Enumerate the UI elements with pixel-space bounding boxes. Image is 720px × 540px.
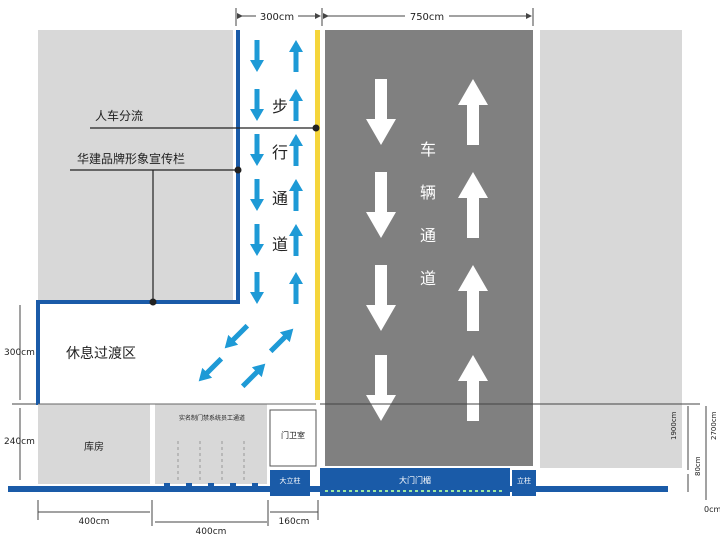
pillar-left-label: 大立柱 <box>280 476 301 485</box>
guard-room-label: 门卫室 <box>281 430 305 440</box>
down-arrow-icon <box>198 356 224 382</box>
down-arrow-icon <box>250 179 264 211</box>
road-char-3: 通 <box>420 226 436 245</box>
up-arrow-icon <box>289 179 303 211</box>
up-arrow-icon <box>458 79 488 145</box>
vehicle-road <box>325 30 533 466</box>
down-arrow-icon <box>366 265 396 331</box>
down-arrow-icon <box>366 79 396 145</box>
rest-height-dim: 300cm <box>4 348 35 358</box>
down-arrow-icon <box>250 40 264 72</box>
pillar-right-block <box>512 470 536 496</box>
down-arrow-icon <box>224 323 250 349</box>
right-dimension-lines <box>320 403 707 500</box>
up-arrow-icon <box>289 134 303 166</box>
pillar-right-label: 立柱 <box>517 476 531 485</box>
up-arrow-icon <box>268 328 294 354</box>
down-arrow-icon <box>250 134 264 166</box>
right-side-dim-a: 2700cm <box>710 411 718 440</box>
walkway-char-3: 通 <box>272 189 288 208</box>
rest-area-label: 休息过渡区 <box>66 345 136 362</box>
garage-label: 库房 <box>84 440 104 453</box>
right-side-dim-b: 0cm <box>704 505 720 514</box>
up-arrow-icon <box>289 272 303 304</box>
up-arrow-icon <box>240 363 266 389</box>
guard-width-dim: 160cm <box>279 517 310 527</box>
gate-width-dim: 400cm <box>196 527 227 537</box>
pillar-left-block <box>270 470 310 496</box>
garage-width-dim: 400cm <box>79 517 110 527</box>
left-building-area <box>38 30 233 302</box>
down-arrow-icon <box>250 89 264 121</box>
road-char-2: 辆 <box>420 183 436 202</box>
walkway-char-4: 道 <box>272 235 288 254</box>
guard-room-block <box>269 409 317 467</box>
walkway-char-2: 行 <box>272 143 288 162</box>
walkway-char-1: 步 <box>272 97 288 116</box>
gate-posts <box>164 483 258 491</box>
boundary-line <box>36 30 240 405</box>
right-building-area <box>540 30 682 468</box>
up-arrow-icon <box>458 355 488 421</box>
up-arrow-icon <box>289 89 303 121</box>
walkway-width-dim: 300cm <box>260 12 294 23</box>
gate-dashed-arrows <box>177 440 245 480</box>
road-char-4: 道 <box>420 269 436 288</box>
gate-channel-block <box>155 404 267 484</box>
up-arrow-icon <box>289 40 303 72</box>
bottom-right-dim-b: 80cm <box>694 456 702 476</box>
down-arrow-icon <box>366 172 396 238</box>
separation-label: 人车分流 <box>95 108 143 123</box>
left-dimension-lines <box>12 305 36 480</box>
road-char-1: 车 <box>420 140 436 159</box>
garage-block <box>38 404 150 484</box>
up-arrow-icon <box>458 265 488 331</box>
walkway-arrows <box>198 40 303 389</box>
brand-bar-label: 华建品牌形象宣传栏 <box>77 151 185 166</box>
bottom-right-dim-a: 1900cm <box>670 411 678 440</box>
gate-channel-label: 实名制门禁系统员工通道 <box>179 414 245 422</box>
road-width-dim: 750cm <box>410 12 444 23</box>
bottom-dimension-lines <box>37 500 319 526</box>
up-arrow-icon <box>289 224 303 256</box>
down-arrow-icon <box>250 272 264 304</box>
main-gate-label: 大门门楣 <box>399 475 431 485</box>
separation-line <box>315 30 320 400</box>
up-arrow-icon <box>458 172 488 238</box>
down-arrow-icon <box>250 224 264 256</box>
garage-height-dim: 240cm <box>4 437 35 447</box>
